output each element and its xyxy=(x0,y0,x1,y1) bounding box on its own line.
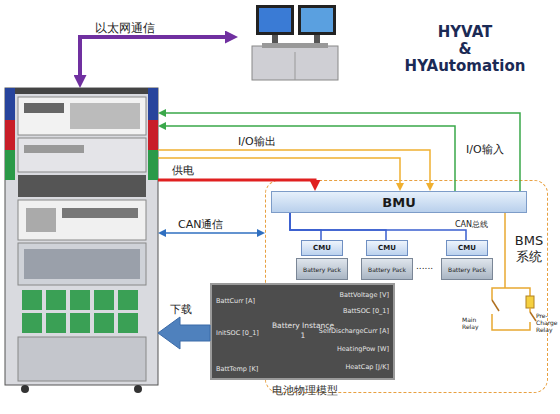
node-text: BMU xyxy=(382,195,415,210)
rack-panel xyxy=(18,138,146,172)
free-label: Pre-Charge Relay xyxy=(536,312,560,333)
rack-device xyxy=(24,145,84,153)
free-label: ...... xyxy=(416,261,433,271)
io-card xyxy=(94,290,114,310)
connector xyxy=(290,213,466,240)
desk-door-line xyxy=(295,52,296,80)
io-card xyxy=(22,313,42,333)
keyboard xyxy=(262,43,328,48)
rack-stripe xyxy=(5,150,15,180)
io-card xyxy=(118,290,138,310)
node-text: BattSOC [0_1] xyxy=(343,307,389,315)
rack-stripe xyxy=(5,120,15,150)
node-text: CMU xyxy=(313,244,331,252)
connector xyxy=(290,213,321,240)
monitor-stand xyxy=(314,35,320,43)
node-text: BattVoltage [V] xyxy=(339,291,389,299)
main-relay-switch xyxy=(492,300,499,311)
battery-pack: Battery Pack xyxy=(296,258,348,280)
rack-panel xyxy=(18,97,146,135)
rack-panel xyxy=(18,200,146,240)
connector-label: 以太网通信 xyxy=(95,20,155,37)
rack-panel xyxy=(18,337,146,381)
monitor-stand xyxy=(272,35,278,43)
connector xyxy=(80,37,232,82)
node-text: HeatCap [J/K] xyxy=(345,363,389,371)
node-text: HeatingPow [W] xyxy=(337,345,389,353)
node-text: HYVAT & HYAutomation xyxy=(400,24,530,75)
node-text: 电池物理模型 xyxy=(247,383,362,398)
rack-panel xyxy=(18,243,146,285)
io-card xyxy=(46,290,66,310)
battery-pack: Battery Pack xyxy=(361,258,413,280)
rack-cabinet xyxy=(5,88,158,385)
monitor-frame xyxy=(256,5,294,35)
rack-device xyxy=(70,103,140,129)
download-arrow xyxy=(158,317,210,349)
connector xyxy=(158,158,400,187)
cmu-box: CMU xyxy=(366,240,408,256)
rack-device xyxy=(62,208,138,218)
battery-pack: Battery Pack xyxy=(441,258,493,280)
io-card xyxy=(22,290,42,310)
io-card xyxy=(70,313,90,333)
relay-wire xyxy=(504,212,506,288)
rack-stripe xyxy=(148,120,158,150)
monitor-screen xyxy=(259,8,291,32)
node-text: CMU xyxy=(378,244,396,252)
io-card xyxy=(46,313,66,333)
rack-device xyxy=(24,103,64,113)
connector xyxy=(158,180,315,186)
node-text: Battery Pack xyxy=(303,266,341,273)
rack-stripe xyxy=(148,88,158,120)
workstation: HYVAT & HYAutomation xyxy=(238,2,350,82)
node-text: InitSOC [0_1] xyxy=(216,329,259,337)
rack-device xyxy=(26,208,56,232)
connector-label: I/O输入 xyxy=(466,142,504,157)
connector-label: 下载 xyxy=(170,302,192,317)
free-label: CAN总线 xyxy=(455,219,488,230)
free-label: Main Relay xyxy=(462,316,488,330)
battery-model: Battery Instance 1BattCurr [A]InitSOC [0… xyxy=(210,283,395,380)
rack-top xyxy=(15,88,148,94)
node-text: BattCurr [A] xyxy=(216,297,255,305)
rack-device xyxy=(24,249,140,279)
node-text: CMU xyxy=(458,244,476,252)
node-text: Battery Pack xyxy=(368,266,406,273)
monitor-frame xyxy=(298,5,336,35)
connector-label: CAN通信 xyxy=(178,217,223,232)
connector xyxy=(290,213,386,240)
node-text: Battery Pack xyxy=(448,266,486,273)
rack-stripe xyxy=(5,88,15,120)
rack-caster xyxy=(21,385,29,393)
monitor-screen xyxy=(301,8,333,32)
node-text: SelfDischargeCurr [A] xyxy=(319,327,389,335)
relay-wire xyxy=(492,314,530,330)
precharge-resistor xyxy=(526,296,534,308)
connector-label: I/O输出 xyxy=(238,134,276,149)
bmu-box: BMU xyxy=(271,191,527,213)
connector xyxy=(158,150,430,187)
connector xyxy=(162,232,261,234)
precharge-relay-switch xyxy=(530,312,536,321)
rack-caster xyxy=(134,385,142,393)
cmu-box: CMU xyxy=(301,240,343,256)
relay-wire xyxy=(492,288,530,300)
node-text: BattTemp [K] xyxy=(216,365,258,373)
node-text: BMS 系统 xyxy=(512,233,546,265)
io-card xyxy=(94,313,114,333)
rack-panel xyxy=(18,175,146,197)
io-card xyxy=(118,313,138,333)
rack-cabinet xyxy=(5,88,158,385)
relay-wire xyxy=(529,308,531,312)
connector-label: 供电 xyxy=(172,163,194,178)
rack-stripe xyxy=(148,150,158,180)
cmu-box: CMU xyxy=(446,240,488,256)
io-card xyxy=(70,290,90,310)
workstation-desk xyxy=(252,46,338,80)
